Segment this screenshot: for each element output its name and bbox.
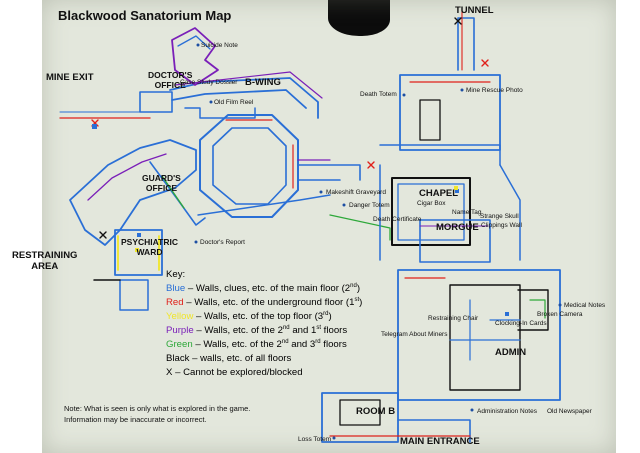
map-title: Blackwood Sanatorium Map bbox=[58, 8, 232, 23]
item-death-totem: Death Totem bbox=[360, 91, 397, 98]
item-name-tag: Name Tag bbox=[452, 209, 482, 216]
area-psychiatric-ward-line1: PSYCHIATRIC bbox=[121, 237, 178, 247]
danger-totem-marker bbox=[342, 203, 346, 207]
area-room-b: ROOM B bbox=[356, 406, 396, 417]
item-cigar-box: Cigar Box bbox=[417, 200, 446, 207]
key-yellow-text: – Walls, etc. of the top floor (3 bbox=[193, 311, 324, 323]
item-clippings-wall: Clippings Wall bbox=[481, 222, 522, 229]
morgue-walls bbox=[419, 219, 491, 263]
death-totem-marker bbox=[402, 93, 406, 97]
left-wing-walls bbox=[69, 139, 197, 246]
item-strange-skull: Strange Skull bbox=[480, 213, 519, 220]
key-blue-sup: nd bbox=[350, 283, 357, 289]
area-morgue: MORGUE bbox=[436, 222, 479, 233]
key-blue-word: Blue bbox=[166, 283, 186, 295]
item-makeshift-graveyard: Makeshift Graveyard bbox=[326, 189, 386, 196]
note-line-1: Note: What is seen is only what is explo… bbox=[64, 404, 251, 413]
tunnel-shaft bbox=[457, 17, 475, 71]
area-tunnel: TUNNEL bbox=[455, 5, 494, 16]
item-telegram-about-miners: Telegram About Miners bbox=[381, 331, 448, 338]
mine-photo-marker bbox=[460, 88, 464, 92]
item-restraining-chair: Restraining Chair bbox=[428, 315, 479, 322]
area-doctors-office-line1: DOCTOR'S bbox=[148, 70, 193, 80]
key-yellow-sup: rd bbox=[323, 311, 329, 317]
key-green: Green – Walls, etc. of the 2nd and 3rd f… bbox=[166, 339, 347, 350]
key-black: Black – walls, etc. of all floors bbox=[166, 353, 292, 364]
area-chapel: CHAPEL bbox=[419, 188, 459, 199]
key-red-text: – Walls, etc. of the underground floor (… bbox=[183, 297, 355, 309]
key-purple-sup2: st bbox=[316, 325, 322, 331]
area-guards-office: GUARD'S OFFICE bbox=[142, 173, 181, 193]
item-danger-totem: Danger Totem bbox=[349, 202, 390, 209]
key-yellow-word: Yellow bbox=[166, 311, 194, 323]
film-reel-marker bbox=[209, 100, 213, 104]
key-blue-text: – Walls, clues, etc. of the main floor (… bbox=[185, 283, 351, 295]
key-heading: Key: bbox=[166, 269, 186, 280]
area-guards-office-line1: GUARD'S bbox=[142, 173, 181, 183]
graveyard-marker bbox=[319, 190, 323, 194]
area-doctors-office-line2: OFFICE bbox=[154, 80, 186, 90]
key-purple: Purple – Walls, etc. of the 2nd and 1st … bbox=[166, 325, 347, 336]
room-b-walls bbox=[321, 392, 399, 443]
key-green-sup1: nd bbox=[281, 339, 289, 345]
item-old-newspaper: Old Newspaper bbox=[547, 408, 592, 415]
key-green-end: floors bbox=[320, 339, 347, 351]
item-case-study-dossier: Case Study Dossier bbox=[180, 79, 238, 86]
area-b-wing: B-WING bbox=[245, 77, 281, 88]
area-main-entrance: MAIN ENTRANCE bbox=[400, 436, 480, 447]
key-red-word: Red bbox=[166, 297, 184, 309]
item-death-certificate: Death Certificate bbox=[373, 216, 422, 223]
key-red-sup: st bbox=[354, 297, 360, 303]
doctors-office-rooms bbox=[171, 27, 219, 86]
central-ring-outer bbox=[199, 114, 299, 218]
key-purple-end: floors bbox=[321, 325, 348, 337]
key-green-word: Green bbox=[166, 339, 193, 351]
area-mine-exit: MINE EXIT bbox=[46, 72, 94, 83]
note-line-2: Information may be inaccurate or incorre… bbox=[64, 415, 207, 424]
item-old-film-reel: Old Film Reel bbox=[214, 99, 254, 106]
central-ring-inner bbox=[212, 127, 287, 205]
item-medical-notes: Medical Notes bbox=[564, 302, 606, 309]
item-administration-notes: Administration Notes bbox=[477, 408, 537, 415]
key-purple-sup1: nd bbox=[282, 325, 290, 331]
key-blue: Blue – Walls, clues, etc. of the main fl… bbox=[166, 283, 361, 295]
doctors-report-marker bbox=[194, 240, 198, 244]
area-restraining-area-line1: RESTRAINING bbox=[12, 250, 78, 261]
key-green-text: – Walls, etc. of the 2 bbox=[192, 339, 282, 351]
area-psychiatric-ward: PSYCHIATRIC WARD bbox=[121, 237, 178, 257]
item-doctors-report: Doctor's Report bbox=[200, 239, 245, 246]
key-red: Red – Walls, etc. of the underground flo… bbox=[166, 297, 363, 309]
chapel-walls bbox=[391, 177, 471, 246]
area-restraining-area: RESTRAINING AREA bbox=[12, 250, 77, 272]
key-purple-mid: and 1 bbox=[289, 325, 317, 337]
east-corridor bbox=[297, 164, 361, 181]
ink-blot bbox=[328, 0, 390, 36]
medical-notes-marker bbox=[558, 303, 562, 307]
key-yellow: Yellow – Walls, etc. of the top floor (3… bbox=[166, 311, 332, 323]
key-green-sup2: rd bbox=[315, 339, 321, 345]
item-broken-camera: Broken Camera bbox=[537, 311, 583, 318]
key-purple-word: Purple bbox=[166, 325, 194, 337]
area-admin: ADMIN bbox=[495, 347, 527, 358]
area-restraining-area-line2: AREA bbox=[31, 261, 59, 272]
item-loss-totem: Loss Totem bbox=[298, 436, 332, 443]
item-mine-rescue-photo: Mine Rescue Photo bbox=[466, 87, 523, 94]
psychiatric-ward-walls bbox=[114, 229, 163, 276]
admin-notes-marker bbox=[470, 408, 474, 412]
area-psychiatric-ward-line2: WARD bbox=[136, 247, 163, 257]
item-clocking-in-cards: Clocking-In Cards bbox=[495, 320, 547, 327]
key-green-mid: and 3 bbox=[288, 339, 316, 351]
area-guards-office-line2: OFFICE bbox=[145, 183, 178, 193]
key-purple-text: – Walls, etc. of the 2 bbox=[193, 325, 283, 337]
admin-walls bbox=[397, 269, 561, 401]
loss-totem-marker bbox=[332, 436, 336, 440]
area-doctors-office: DOCTOR'S OFFICE bbox=[148, 70, 192, 90]
item-suicide-note: Suicide Note bbox=[201, 42, 238, 49]
key-x: X – Cannot be explored/blocked bbox=[166, 367, 303, 378]
suicide-note-marker bbox=[196, 43, 200, 47]
